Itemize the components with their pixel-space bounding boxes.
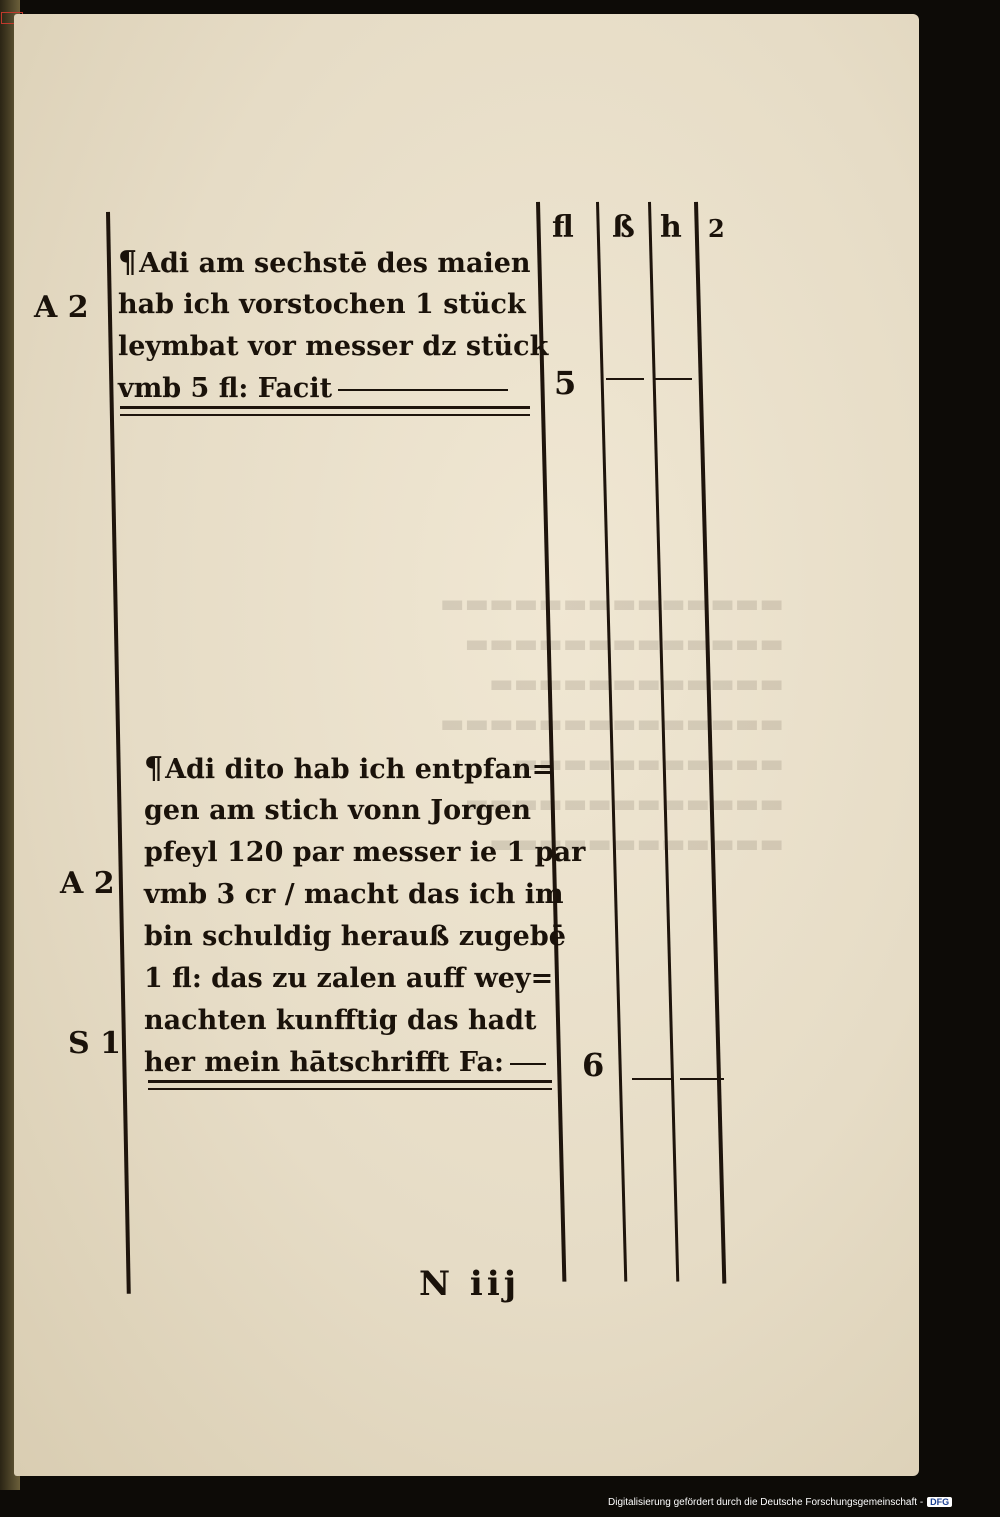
entry-1-text: ¶Adi am sechstē des maien hab ich vorsto… bbox=[118, 242, 548, 410]
entry-2-rule-2 bbox=[148, 1088, 552, 1090]
fill-dash bbox=[338, 388, 509, 391]
signature-mark: N iij bbox=[419, 1264, 521, 1304]
entry-2-line-8: her mein hātschrifft Fa: bbox=[144, 1047, 505, 1078]
entry-2-line-4: vmb 3 cr / macht das ich im bbox=[144, 879, 564, 910]
entry-2-line-6: 1 fl: das zu zalen auff wey= bbox=[144, 963, 554, 994]
column-header-heller: h bbox=[660, 210, 682, 245]
entry-1-line-4: vmb 5 fl: Facit bbox=[118, 373, 333, 404]
entry-2-line-7: nachten kunfftig das hadt bbox=[144, 1005, 537, 1036]
pilcrow-icon: ¶ bbox=[144, 751, 164, 786]
entry-2-margin-ref: A 2 bbox=[60, 866, 115, 901]
entry-1-rule-2 bbox=[120, 414, 530, 416]
credit-text: Digitalisierung gefördert durch die Deut… bbox=[608, 1497, 924, 1508]
entry-2-text: ¶Adi dito hab ich entpfan= gen am stich … bbox=[144, 748, 585, 1084]
column-header-florin: fl bbox=[552, 210, 574, 245]
entry-1-margin-ref: A 2 bbox=[34, 290, 89, 325]
entry-2-line-5: bin schuldig herauß zugebē bbox=[144, 921, 566, 952]
funding-credit: Digitalisierung gefördert durch die Deut… bbox=[608, 1497, 953, 1511]
entry-1-line-2: hab ich vorstochen 1 stück bbox=[118, 289, 526, 320]
pilcrow-icon: ¶ bbox=[118, 245, 138, 280]
fill-dash bbox=[510, 1062, 547, 1065]
entry-1-schilling-dash bbox=[606, 378, 644, 380]
entry-2-line-3: pfeyl 120 par messer ie 1 par bbox=[144, 837, 586, 868]
entry-1-line-3: leymbat vor messer dz stück bbox=[118, 331, 549, 362]
dfg-logo: DFG bbox=[927, 1497, 953, 1507]
entry-1-rule bbox=[120, 406, 530, 409]
entry-2-line-2: gen am stich vonn Jorgen bbox=[144, 795, 532, 826]
entry-2-margin-ref-2: S 1 bbox=[68, 1026, 121, 1061]
entry-2-line-1: Adi dito hab ich entpfan= bbox=[165, 754, 555, 785]
entry-2-heller-dash bbox=[680, 1078, 724, 1080]
entry-1-line-1: Adi am sechstē des maien bbox=[139, 248, 531, 279]
entry-2-amount: 6 bbox=[582, 1046, 605, 1084]
entry-2-schilling-dash bbox=[632, 1078, 672, 1080]
entry-1-amount: 5 bbox=[554, 364, 577, 402]
entry-2-rule bbox=[148, 1080, 552, 1083]
ledger-page: ▬▬▬▬▬▬▬▬▬▬▬▬▬▬ ▬▬▬▬▬▬▬▬▬▬▬▬▬ ▬▬▬▬▬▬▬▬▬▬▬… bbox=[14, 14, 919, 1476]
entry-1-heller-dash bbox=[654, 378, 692, 380]
column-header-page: 2 bbox=[708, 214, 725, 243]
column-header-schilling: ß bbox=[612, 210, 635, 245]
